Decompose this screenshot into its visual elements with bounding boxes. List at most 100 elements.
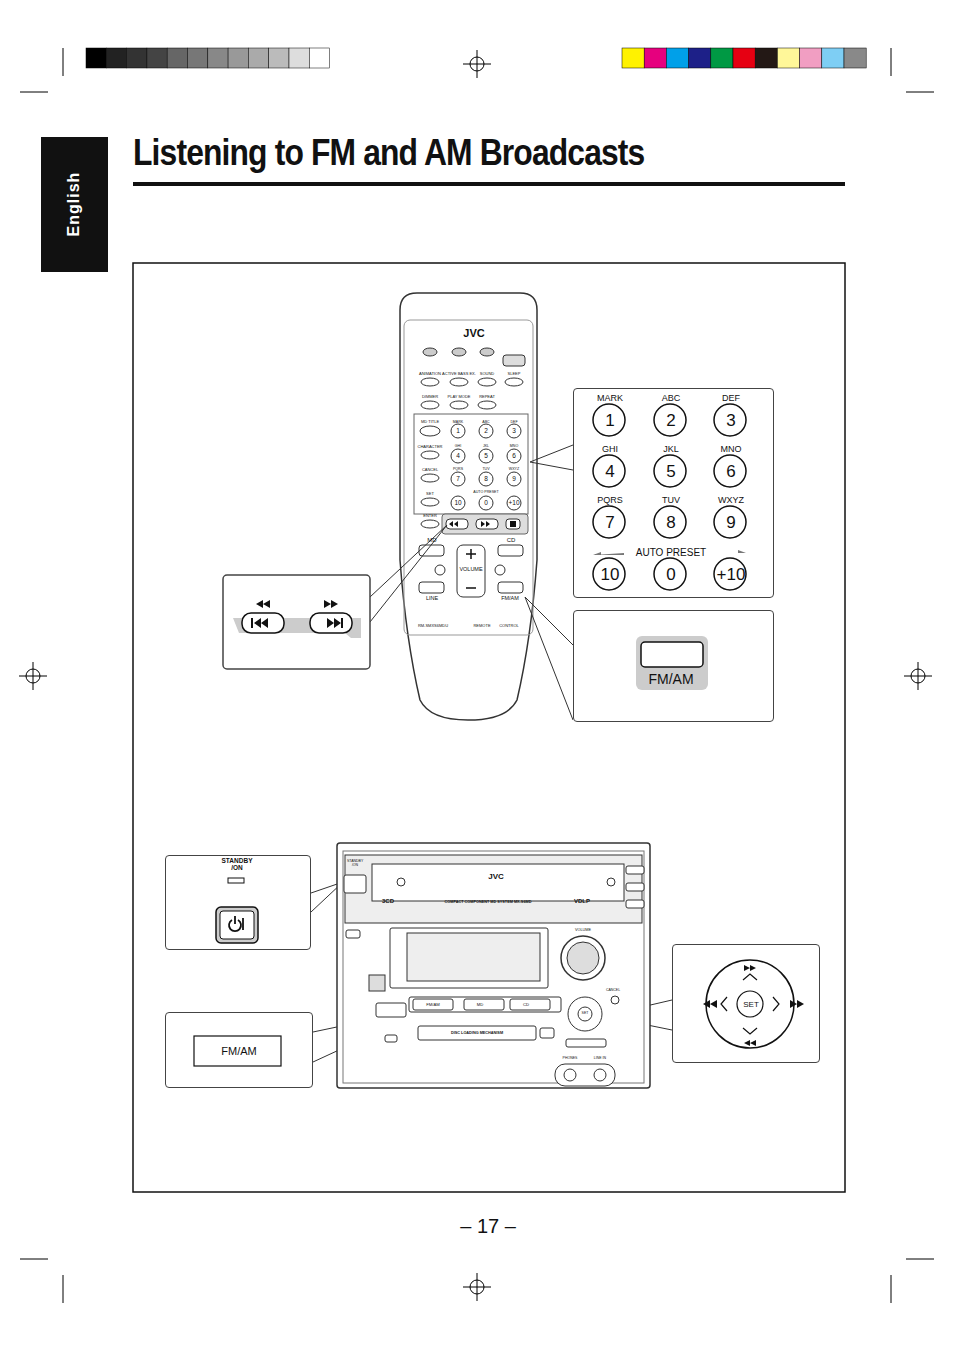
remote-control bbox=[452, 348, 466, 356]
remote-control bbox=[435, 565, 445, 575]
panel-label: GHI bbox=[455, 445, 461, 449]
main-unit bbox=[413, 999, 453, 1010]
panel-label: ACTIVE BASS EX. bbox=[442, 372, 476, 376]
remote-control bbox=[479, 472, 493, 486]
button-label: MARK bbox=[597, 394, 623, 403]
registration-bar bbox=[208, 48, 228, 68]
panel-label: COMPACT COMPONENT MD SYSTEM MX-S6MD bbox=[445, 900, 532, 904]
panel-label: CANCEL bbox=[606, 989, 620, 993]
registration-bar bbox=[733, 48, 755, 68]
main-unit bbox=[567, 942, 599, 974]
main-unit bbox=[343, 851, 644, 1083]
button-label: TUV bbox=[662, 496, 680, 505]
registration-bar bbox=[147, 48, 167, 68]
fmam-unit-callout bbox=[165, 1012, 313, 1088]
remote-control bbox=[420, 426, 440, 436]
fmam-callout bbox=[641, 642, 703, 667]
fmam-unit-callout bbox=[165, 1012, 313, 1088]
main-unit bbox=[337, 843, 650, 1088]
panel-label: LINE bbox=[426, 596, 438, 602]
panel-label: JVC bbox=[488, 873, 504, 881]
skip-callout bbox=[233, 618, 361, 638]
cursor-callout bbox=[672, 944, 820, 1063]
skip-callout bbox=[223, 575, 370, 669]
leader-line bbox=[370, 525, 447, 597]
standby-callout bbox=[229, 916, 243, 931]
remote-control bbox=[451, 424, 465, 438]
remote-control bbox=[503, 355, 525, 366]
remote-control bbox=[421, 378, 439, 386]
button-label: FM/AM bbox=[648, 672, 693, 687]
remote-control bbox=[450, 378, 468, 386]
button-label: MNO bbox=[721, 445, 742, 454]
panel-label: LINE IN bbox=[594, 1057, 606, 1061]
panel-label: RM-SMXS6MDU bbox=[418, 624, 448, 628]
panel-label: SLEEP bbox=[508, 372, 521, 376]
crop-mark bbox=[477, 1273, 478, 1301]
registration-bar bbox=[755, 48, 777, 68]
fmam-callout bbox=[573, 610, 774, 722]
panel-label: JKL bbox=[483, 445, 489, 449]
button-label: PQRS bbox=[597, 496, 623, 505]
panel-label: 3CD bbox=[382, 898, 394, 904]
page-number: – 17 – bbox=[460, 1216, 516, 1237]
remote-control bbox=[400, 293, 537, 720]
main-unit bbox=[344, 875, 366, 893]
standby-callout bbox=[165, 855, 311, 950]
main-unit bbox=[594, 1069, 606, 1081]
main-unit bbox=[561, 936, 605, 980]
panel-label: 8 bbox=[484, 476, 488, 483]
panel-label: MD bbox=[427, 537, 436, 543]
main-unit bbox=[626, 900, 644, 908]
registration-bar bbox=[86, 48, 106, 68]
remote-control bbox=[479, 424, 493, 438]
remote-control bbox=[421, 498, 439, 506]
button-label: SET bbox=[743, 1001, 759, 1009]
main-unit bbox=[409, 997, 561, 1012]
crop-mark bbox=[20, 1259, 48, 1260]
panel-label: DIMMER bbox=[422, 395, 438, 399]
remote-control bbox=[421, 474, 439, 482]
remote-control bbox=[507, 424, 521, 438]
main-unit bbox=[564, 1069, 576, 1081]
button-label: 8 bbox=[666, 514, 675, 532]
main-unit bbox=[345, 855, 642, 923]
registration-bar bbox=[248, 48, 268, 68]
main-unit bbox=[407, 933, 540, 981]
main-unit bbox=[372, 864, 624, 901]
leader-line bbox=[525, 597, 573, 720]
skip-callout bbox=[223, 575, 370, 669]
keypad-callout bbox=[714, 455, 746, 487]
panel-label: VOLUME bbox=[575, 928, 591, 932]
remote-control bbox=[450, 401, 468, 409]
keypad-callout bbox=[593, 558, 625, 590]
symbol bbox=[593, 552, 624, 555]
skip-callout bbox=[251, 618, 343, 628]
remote-control bbox=[479, 496, 493, 510]
keypad-callout: MARKABCDEF123GHIJKLMNO456PQRSTUVWXYZ789A… bbox=[573, 388, 774, 598]
panel-label: VOLUME bbox=[459, 567, 482, 573]
button-label: 2 bbox=[666, 412, 675, 430]
panel-label: 3 bbox=[512, 428, 516, 435]
main-unit bbox=[337, 843, 650, 1088]
button-label: 7 bbox=[605, 514, 614, 532]
panel-label: 7 bbox=[456, 476, 460, 483]
button-label: +10 bbox=[717, 566, 746, 584]
crop-mark bbox=[63, 1275, 64, 1303]
panel-label: JVC bbox=[463, 328, 484, 340]
remote-control bbox=[421, 520, 439, 528]
remote-control bbox=[478, 401, 496, 409]
remote-control bbox=[479, 449, 493, 463]
panel-label: PHONES bbox=[563, 1057, 578, 1061]
panel-label: WXYZ bbox=[509, 468, 519, 472]
main-unit bbox=[626, 866, 644, 874]
registration-bar bbox=[188, 48, 208, 68]
button-label: DEF bbox=[722, 394, 740, 403]
remote-control bbox=[507, 496, 521, 510]
remote-control bbox=[457, 545, 485, 597]
frame bbox=[133, 263, 845, 1192]
leader-line bbox=[530, 462, 573, 470]
crop-mark bbox=[63, 48, 64, 76]
skip-callout bbox=[256, 600, 338, 608]
